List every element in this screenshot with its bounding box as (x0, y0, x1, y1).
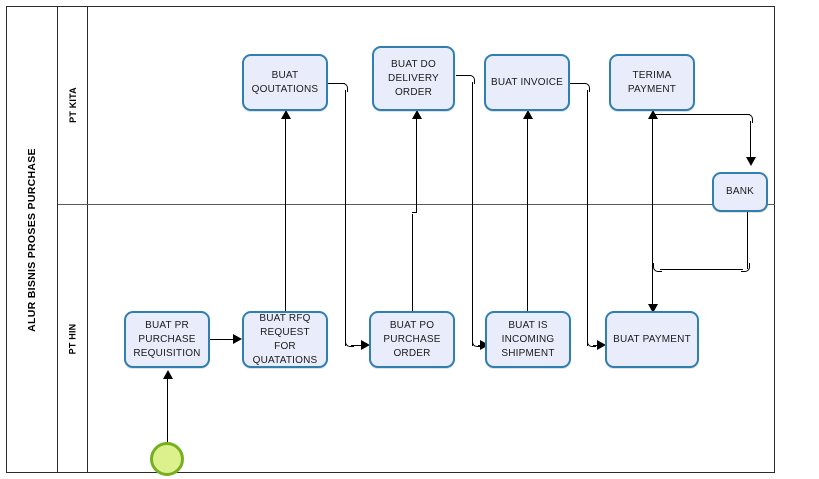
lane-label-text-pt-hin: PT HIN (67, 323, 78, 354)
connector-qoutations-to-po-h (351, 345, 368, 347)
connector-po-to-do-upper (416, 118, 418, 213)
connector-bank-return-h (660, 269, 743, 271)
connector-po-to-do-jog (412, 212, 417, 214)
lane-label-text-pt-kita: PT KITA (67, 87, 78, 123)
arrowhead-qoutations-to-po (361, 340, 370, 350)
task-label-buat-pr: BUAT PR PURCHASE REQUISITION (133, 319, 201, 359)
arrowhead-payment-to-terima (648, 110, 658, 119)
connector-do-out-h (456, 75, 471, 77)
task-buat-is[interactable]: BUAT IS INCOMING SHIPMENT (485, 311, 571, 368)
connector-bank-return-corner-left (653, 263, 662, 272)
task-buat-qoutations[interactable]: BUAT QOUTATIONS (242, 54, 328, 111)
arrowhead-buat-pr-to-buat-rfq (233, 334, 242, 344)
task-label-buat-po: BUAT PO PURCHASE ORDER (383, 319, 441, 359)
arrowhead-bank-to-payment (648, 304, 658, 313)
arrowhead-do-to-is (480, 340, 489, 350)
connector-terima-bank-corner (744, 114, 753, 123)
start-event[interactable] (150, 442, 184, 476)
task-buat-payment[interactable]: BUAT PAYMENT (605, 311, 699, 368)
task-label-terima-payment: TERIMA PAYMENT (627, 69, 677, 95)
task-label-buat-payment: BUAT PAYMENT (613, 333, 691, 345)
task-buat-pr[interactable]: BUAT PR PURCHASE REQUISITION (124, 311, 210, 368)
connector-start-to-buat-pr (167, 377, 169, 450)
lane-label-pt-kita: PT KITA (58, 6, 88, 204)
task-buat-rfq[interactable]: BUAT RFQ REQUEST FOR QUATATIONS (242, 311, 328, 368)
connector-terima-to-bank-h (655, 114, 750, 116)
connector-invoice-out-h (569, 83, 586, 85)
task-label-buat-rfq: BUAT RFQ REQUEST FOR QUATATIONS (252, 312, 318, 366)
task-terima-payment[interactable]: TERIMA PAYMENT (609, 54, 695, 111)
task-label-bank: BANK (725, 186, 755, 197)
pool-title-cell: ALUR BISNIS PROSES PURCHASE (6, 6, 58, 473)
connector-qoutations-corner-bottom (345, 338, 354, 347)
arrowhead-is-to-invoice (523, 110, 533, 119)
task-buat-po[interactable]: BUAT PO PURCHASE ORDER (369, 311, 455, 368)
lane-label-pt-hin: PT HIN (58, 204, 88, 473)
connector-invoice-corner-top (581, 83, 590, 92)
connector-invoice-to-payment-v (587, 90, 589, 346)
arrowhead-buat-rfq-to-buat-qoutations (281, 110, 291, 119)
arrowhead-start-to-buat-pr (163, 370, 173, 379)
connector-qoutations-to-po-v (345, 90, 347, 346)
connector-po-to-do-lower (412, 214, 414, 313)
connector-do-to-is-v (472, 82, 474, 346)
connector-qoutations-corner-top (339, 83, 348, 92)
connector-bank-return-corner-right (741, 263, 750, 272)
connector-is-to-invoice (527, 118, 529, 314)
connector-do-corner-top (466, 75, 475, 84)
arrowhead-po-to-do (412, 110, 422, 119)
arrowhead-terima-to-bank (746, 157, 756, 166)
connector-bank-return-v (747, 211, 749, 269)
task-label-buat-do: BUAT DO DELIVERY ORDER (388, 58, 439, 98)
task-label-buat-is: BUAT IS INCOMING SHIPMENT (501, 319, 555, 359)
arrowhead-invoice-to-payment (597, 340, 606, 350)
task-bank[interactable]: BANK (712, 172, 768, 212)
task-buat-do[interactable]: BUAT DO DELIVERY ORDER (372, 46, 455, 111)
connector-buat-rfq-to-buat-qoutations (285, 118, 287, 314)
connector-qoutations-out-h (327, 83, 345, 85)
task-buat-invoice[interactable]: BUAT INVOICE (484, 54, 570, 111)
task-label-buat-qoutations: BUAT QOUTATIONS (251, 69, 319, 95)
connector-payment-terima-vertical (652, 118, 654, 310)
task-label-buat-invoice: BUAT INVOICE (490, 76, 564, 88)
connector-do-corner-bottom (472, 338, 481, 347)
connector-invoice-corner-bottom (587, 338, 596, 347)
connector-buat-pr-to-buat-rfq (210, 339, 239, 341)
connector-terima-to-bank-v (750, 121, 752, 160)
page-title: ALUR BISNIS PROSES PURCHASE (25, 147, 38, 332)
